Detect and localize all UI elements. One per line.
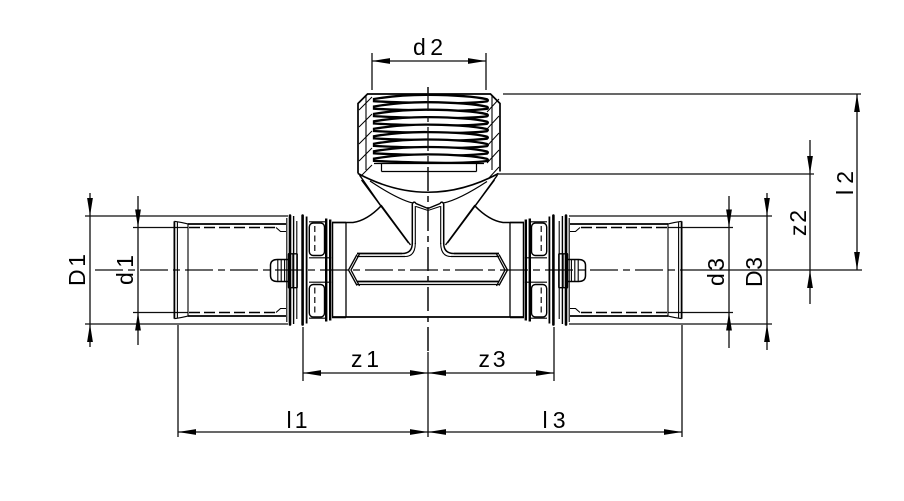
svg-text:z2: z2 [785, 210, 811, 236]
svg-text:d2: d2 [413, 34, 443, 60]
svg-text:l1: l1 [287, 407, 308, 433]
svg-text:z1: z1 [351, 346, 379, 372]
svg-text:l2: l2 [832, 171, 858, 195]
svg-text:D3: D3 [741, 257, 767, 287]
svg-text:z3: z3 [479, 346, 506, 372]
svg-text:l3: l3 [543, 407, 566, 433]
svg-text:d3: d3 [703, 258, 729, 286]
svg-text:D1: D1 [64, 254, 90, 286]
